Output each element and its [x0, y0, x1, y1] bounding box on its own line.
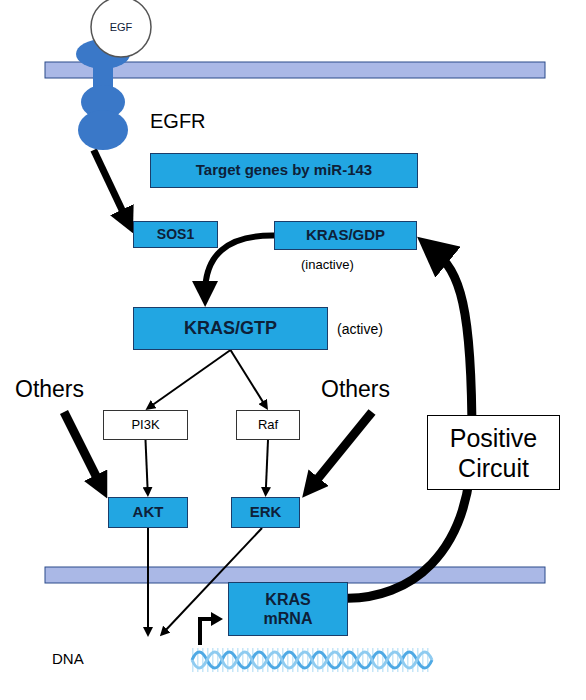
signal-arrow — [147, 528, 149, 631]
others-arrow — [311, 412, 372, 487]
node-label: KRAS/GTP — [184, 319, 277, 339]
node-label: SOS1 — [157, 227, 194, 242]
node-label: Positive Circuit — [428, 423, 559, 483]
process-box: SOS1 — [133, 221, 218, 248]
process-box: KRAS mRNA — [228, 582, 348, 636]
dna-base-pairs — [192, 648, 432, 672]
node-label: Raf — [258, 418, 278, 432]
node-label: KRAS/GDP — [306, 227, 385, 244]
node-label: Target genes by miR-143 — [196, 162, 372, 179]
signal-arrow — [146, 440, 148, 491]
receptor-domain — [78, 110, 128, 150]
note-box: Positive Circuit — [427, 415, 560, 490]
others-arrow — [64, 412, 101, 486]
nuclear-membrane — [45, 567, 545, 583]
node-caption: (active) — [337, 322, 383, 337]
node-label: KRAS mRNA — [247, 590, 329, 628]
annotation-label: Others — [15, 376, 84, 403]
dna-strand — [192, 652, 432, 668]
process-box: AKT — [108, 497, 188, 528]
process-box: KRAS/GDP(inactive) — [274, 221, 417, 250]
node-caption: (inactive) — [301, 258, 354, 272]
node-label: PI3K — [131, 418, 159, 432]
signal-arrow — [150, 350, 230, 407]
promoter-arrow-head — [211, 612, 223, 626]
node-caption: EGFR — [150, 110, 206, 132]
signal-arrow — [266, 440, 268, 491]
process-box: PI3K — [103, 410, 188, 440]
ligand-outline — [91, 0, 151, 57]
ligand-circle: EGF — [90, 0, 152, 58]
node-label: EGF — [110, 21, 133, 33]
annotation-label: Others — [321, 376, 390, 403]
dna-strand — [192, 652, 432, 668]
signal-arrow — [94, 150, 127, 221]
node-label: ERK — [250, 504, 282, 521]
process-box: KRAS/GTP(active) — [133, 307, 328, 350]
signal-arrow — [231, 350, 265, 405]
annotation-label: DNA — [52, 650, 84, 667]
process-box: ERK — [231, 497, 300, 528]
promoter-arrow — [200, 619, 212, 645]
process-box: Target genes by miR-143 — [150, 153, 418, 188]
node-label: AKT — [133, 504, 164, 521]
process-box: Raf — [236, 410, 300, 440]
